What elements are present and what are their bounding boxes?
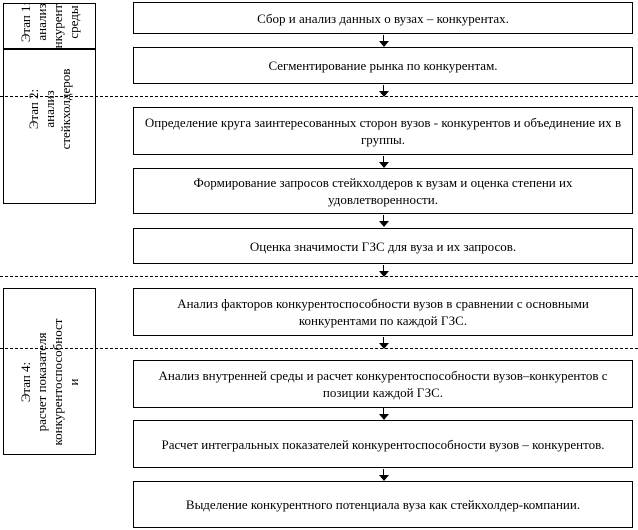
arrow-down-icon (379, 156, 389, 168)
stage-label-1: Этап 1: анализ конкурентной среды (17, 3, 81, 49)
step-box-2: Сегментирование рынка по конкурентам. (133, 47, 633, 84)
arrow-down-icon (379, 215, 389, 227)
step-box-9: Выделение конкурентного потенциала вуза … (133, 481, 633, 528)
step-box-5: Оценка значимости ГЗС для вуза и их запр… (133, 228, 633, 264)
stage-separator-2 (0, 276, 638, 277)
arrow-down-icon (379, 85, 389, 97)
step-box-8: Расчет интегральных показателей конкурен… (133, 420, 633, 468)
arrow-down-icon (379, 337, 389, 349)
stage-separator-1 (0, 96, 638, 97)
arrow-down-icon (379, 35, 389, 47)
step-box-6: Анализ факторов конкурентоспособности ву… (133, 288, 633, 336)
stage-separator-3 (0, 348, 638, 349)
stage-box-1: Этап 1: анализ конкурентной среды (3, 3, 96, 49)
stage-label-4: Этап 4: расчет показателя конкурентоспос… (17, 318, 81, 445)
arrow-down-icon (379, 408, 389, 420)
arrow-down-icon (379, 469, 389, 481)
step-box-7: Анализ внутренней среды и расчет конкуре… (133, 360, 633, 408)
step-box-1: Сбор и анализ данных о вузах – конкурент… (133, 2, 633, 34)
stage-box-2: Этап 2: анализ стейкхолдеров (3, 49, 96, 204)
step-box-3: Определение круга заинтересованных сторо… (133, 107, 633, 155)
stage-label-2: Этап 2: анализ стейкхолдеров (25, 68, 73, 149)
stage-box-4: Этап 4: расчет показателя конкурентоспос… (3, 288, 96, 455)
arrow-down-icon (379, 265, 389, 277)
step-box-4: Формирование запросов стейкхолдеров к ву… (133, 168, 633, 214)
